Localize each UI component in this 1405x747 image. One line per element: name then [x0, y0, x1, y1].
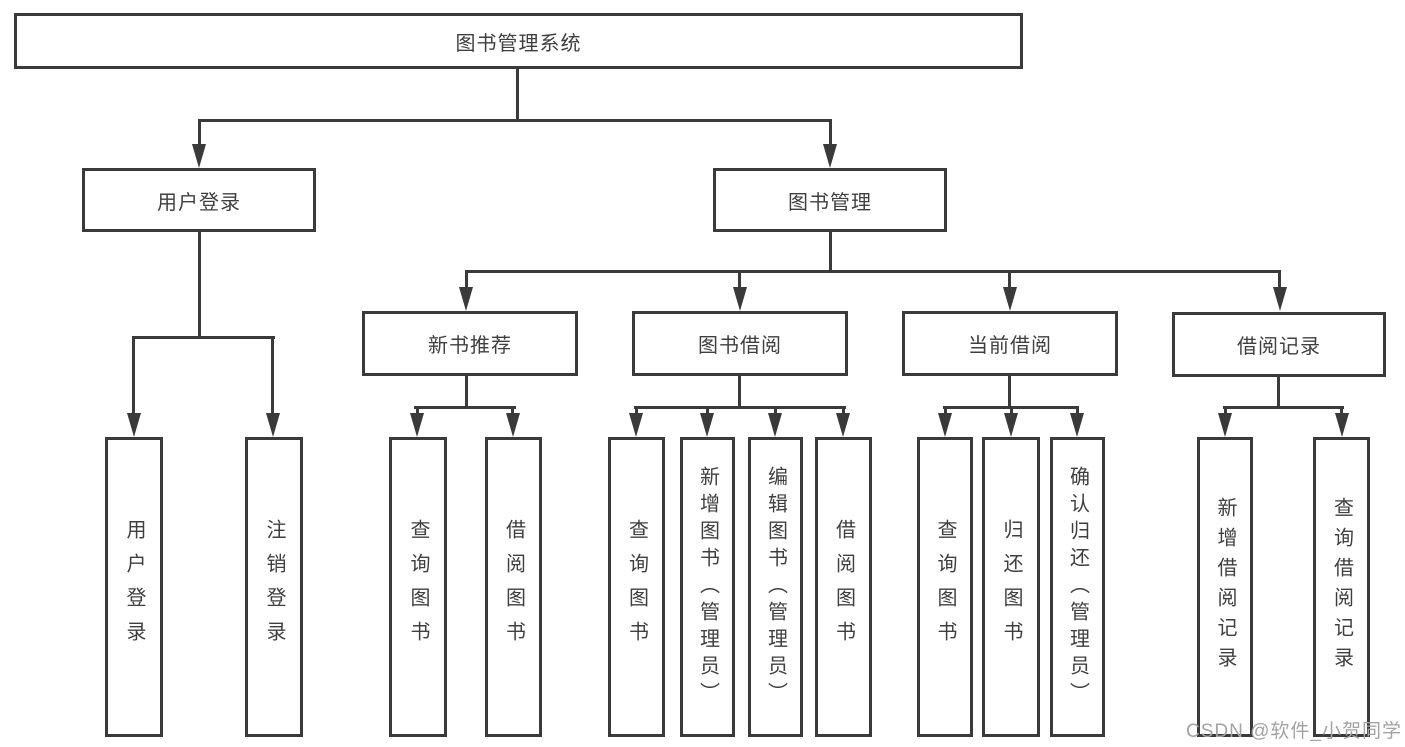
connector-drop-book-borrowing — [738, 270, 741, 288]
leaf-br-add-record: 新增借阅记录 — [1197, 437, 1253, 737]
node-user-login: 用户登录 — [82, 168, 316, 232]
leaf-bb-borrow-books: 借阅图书 — [815, 437, 872, 737]
connector-drop-nb-query — [416, 406, 419, 414]
root-node-label: 图书管理系统 — [455, 32, 582, 55]
node-new-book-recommendation: 新书推荐 — [362, 311, 578, 376]
connector-drop-br-query — [1340, 406, 1343, 414]
connector-user-login-crossbar — [132, 336, 275, 339]
arrowhead-current-borrowing — [1003, 287, 1017, 311]
arrowhead-cb-return — [1004, 413, 1018, 437]
arrowhead-nb-borrow — [506, 413, 520, 437]
node-book-management-label: 图书管理 — [788, 191, 872, 214]
connector-drop-nb-borrow — [511, 406, 514, 414]
node-book-borrowing-label: 图书借阅 — [698, 335, 782, 357]
arrowhead-book-management — [823, 144, 837, 168]
leaf-bb-query-books-label: 查询图书 — [625, 519, 648, 655]
connector-book-management-stem — [829, 231, 832, 272]
connector-drop-br-add — [1224, 406, 1227, 414]
connector-drop-cb-return — [1010, 406, 1013, 414]
leaf-nb-borrow-books: 借阅图书 — [485, 437, 542, 737]
arrowhead-br-add — [1218, 413, 1232, 437]
leaf-cb-confirm-return-admin: 确认归还（管理员） — [1050, 437, 1105, 737]
arrowhead-logout-leaf — [266, 413, 280, 437]
arrowhead-bb-edit — [768, 413, 782, 437]
connector-borrowing-records-stem — [1277, 377, 1280, 408]
arrowhead-nb-query — [410, 413, 424, 437]
leaf-user-login-label: 用户登录 — [123, 519, 145, 655]
leaf-nb-query-books-label: 查询图书 — [407, 519, 429, 655]
node-current-borrowing: 当前借阅 — [902, 311, 1118, 376]
leaf-bb-add-books-admin: 新增图书（管理员） — [680, 437, 735, 737]
connector-book-management-crossbar — [465, 270, 1281, 273]
node-user-login-label: 用户登录 — [157, 191, 241, 214]
leaf-br-query-record: 查询借阅记录 — [1313, 437, 1370, 737]
arrowhead-book-borrowing — [733, 287, 747, 311]
leaf-bb-borrow-books-label: 借阅图书 — [832, 519, 855, 655]
leaf-bb-edit-books-admin: 编辑图书（管理员） — [748, 437, 803, 737]
node-current-borrowing-label: 当前借阅 — [968, 335, 1052, 357]
connector-drop-current-borrowing — [1008, 270, 1011, 288]
connector-drop-bb-borrow — [842, 406, 845, 414]
node-new-book-recommendation-label: 新书推荐 — [428, 335, 512, 357]
arrowhead-login-leaf — [127, 413, 141, 437]
leaf-bb-add-books-admin-label: 新增图书（管理员） — [696, 465, 719, 709]
connector-drop-user-login — [198, 119, 201, 146]
arrowhead-bb-query — [629, 413, 643, 437]
csdn-watermark: CSDN @软件_小贺同学 — [1186, 721, 1402, 742]
node-borrowing-records-label: 借阅记录 — [1237, 336, 1321, 358]
connector-borrowing-records-crossbar — [1223, 406, 1344, 409]
connector-drop-book-management — [829, 119, 832, 146]
connector-drop-cb-confirm — [1076, 406, 1079, 414]
connector-drop-bb-edit — [774, 406, 777, 414]
leaf-cb-query-books-label: 查询图书 — [934, 519, 956, 655]
connector-root-stem — [516, 69, 519, 121]
arrowhead-bb-borrow — [836, 413, 850, 437]
connector-book-borrowing-stem — [738, 375, 741, 408]
leaf-nb-query-books: 查询图书 — [389, 437, 447, 737]
arrowhead-cb-confirm — [1070, 413, 1084, 437]
arrowhead-new-book — [459, 287, 473, 311]
leaf-bb-query-books: 查询图书 — [608, 437, 665, 737]
connector-current-borrowing-stem — [1008, 375, 1011, 408]
node-book-borrowing: 图书借阅 — [632, 311, 848, 376]
leaf-nb-borrow-books-label: 借阅图书 — [502, 519, 525, 655]
connector-drop-bb-query — [635, 406, 638, 414]
arrowhead-user-login — [192, 144, 206, 168]
leaf-cb-confirm-return-admin-label: 确认归还（管理员） — [1066, 465, 1089, 709]
leaf-br-add-record-label: 新增借阅记录 — [1214, 497, 1236, 677]
connector-drop-borrowing-records — [1278, 270, 1281, 288]
leaf-cb-query-books: 查询图书 — [917, 437, 973, 737]
connector-user-login-stem — [198, 231, 201, 338]
leaf-bb-edit-books-admin-label: 编辑图书（管理员） — [764, 465, 787, 709]
connector-drop-cb-query — [944, 406, 947, 414]
connector-new-book-crossbar — [414, 406, 516, 409]
connector-drop-login-leaf — [132, 336, 135, 414]
node-borrowing-records: 借阅记录 — [1172, 312, 1386, 377]
node-book-management: 图书管理 — [713, 168, 947, 232]
leaf-cb-return-books: 归还图书 — [982, 437, 1040, 737]
root-node-library-management-system: 图书管理系统 — [14, 13, 1023, 69]
connector-root-crossbar — [198, 119, 832, 122]
connector-drop-bb-add — [706, 406, 709, 414]
leaf-logout: 注销登录 — [245, 437, 303, 737]
leaf-user-login: 用户登录 — [105, 437, 163, 737]
connector-drop-new-book — [465, 270, 468, 288]
arrowhead-cb-query — [938, 413, 952, 437]
connector-drop-logout-leaf — [271, 336, 274, 414]
leaf-logout-label: 注销登录 — [263, 519, 285, 655]
arrowhead-borrowing-records — [1273, 287, 1287, 311]
arrowhead-br-query — [1335, 413, 1349, 437]
connector-book-borrowing-crossbar — [634, 406, 846, 409]
leaf-cb-return-books-label: 归还图书 — [1000, 519, 1022, 655]
leaf-br-query-record-label: 查询借阅记录 — [1330, 497, 1353, 677]
connector-new-book-stem — [465, 375, 468, 408]
arrowhead-bb-add — [700, 413, 714, 437]
